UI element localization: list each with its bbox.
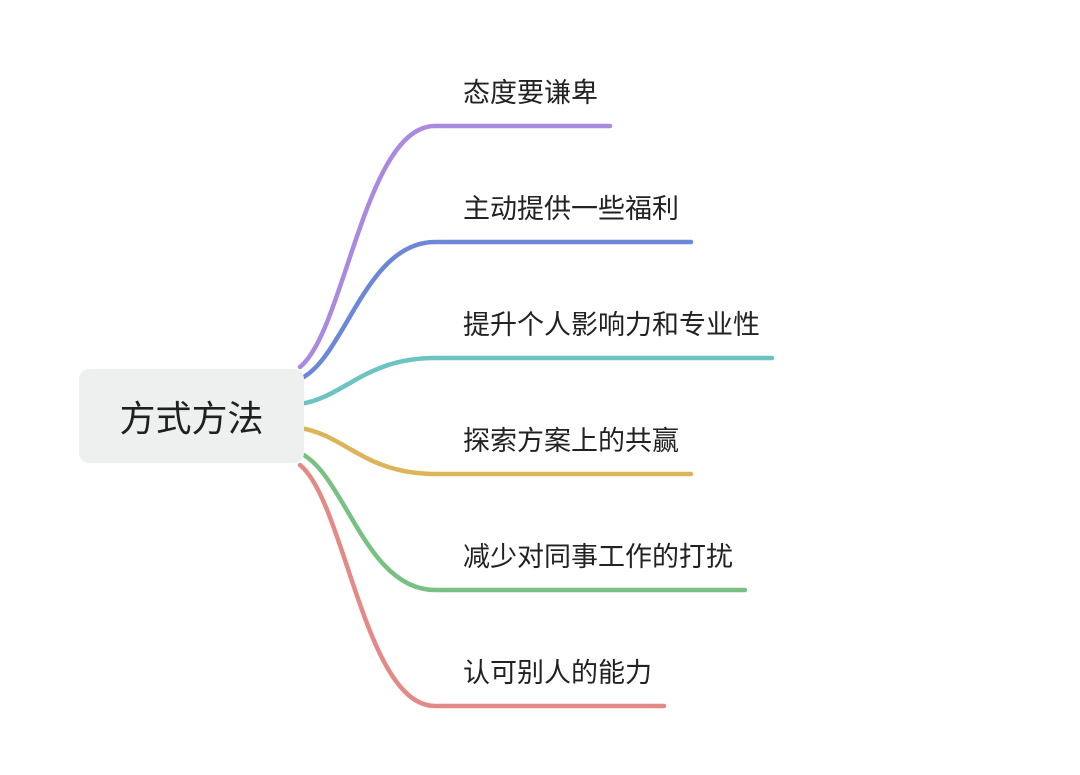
connector-branch-6: [297, 462, 667, 709]
connector-branch-2: [297, 239, 694, 382]
connector-branch-3: [297, 355, 775, 407]
connector-branch-4: [297, 425, 694, 477]
connector-branch-5: [297, 450, 748, 593]
branch-topic-2[interactable]: 主动提供一些福利: [463, 194, 679, 225]
branch-topic-3[interactable]: 提升个人影响力和专业性: [463, 310, 760, 341]
branch-topic-4[interactable]: 探索方案上的共赢: [463, 426, 679, 457]
root-topic-label: 方式方法: [119, 399, 264, 440]
branch-topic-6[interactable]: 认可别人的能力: [463, 658, 652, 689]
branch-topic-5[interactable]: 减少对同事工作的打扰: [463, 542, 733, 573]
branch-topic-1[interactable]: 态度要谦卑: [463, 78, 598, 109]
root-topic[interactable]: 方式方法: [79, 369, 304, 463]
connector-branch-1: [297, 123, 613, 370]
